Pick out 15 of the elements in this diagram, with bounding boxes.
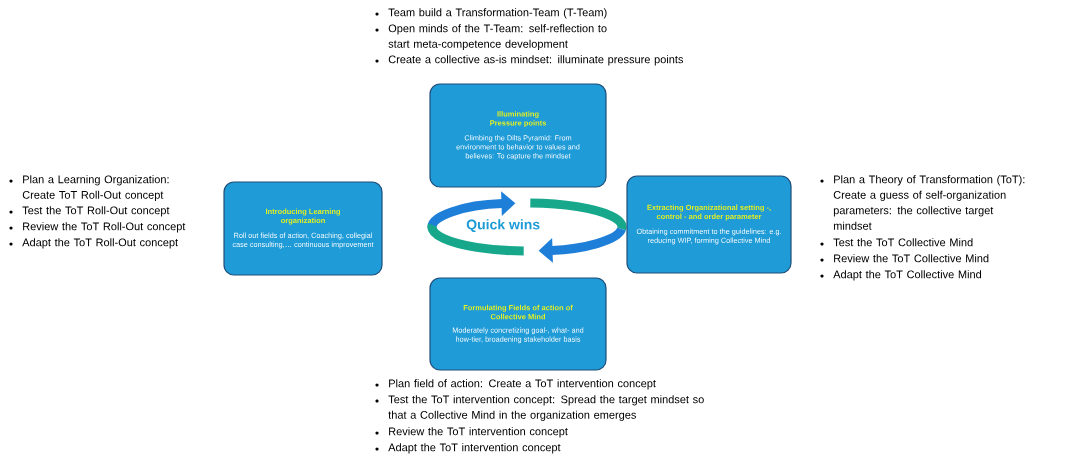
bullet-text: Team build a Transformation-Team (T-Team) xyxy=(388,8,607,19)
bullet-text: Test the ToT intervention concept: Spread the target mindset so that a Collective Mind in the organization emerges xyxy=(388,395,704,421)
bullet-text: Adapt the ToT intervention concept xyxy=(388,443,561,454)
bullet-text: Open minds of the T-Team: self-reflection to start meta-competence development xyxy=(388,24,607,50)
bullet-text: Review the ToT intervention concept xyxy=(389,427,568,438)
bullet-text: Review the ToT Roll-Out concept xyxy=(23,222,186,233)
bullet-text: Review the ToT Collective Mind xyxy=(834,254,989,263)
bullet-text: Adapt the ToT Roll-Out concept xyxy=(22,238,179,249)
bullet-text: Test the ToT Collective Mind xyxy=(833,238,973,247)
bullet-text: Plan a Learning Organization: Create ToT Roll-Out concept xyxy=(22,175,169,201)
bullet-text: Plan a Theory of Transformation (ToT): Create a guess of self-organization parameters: the collective target mindset xyxy=(833,175,1025,230)
bullet-text: Adapt the ToT Collective Mind xyxy=(833,270,982,281)
bullet-text: Test the ToT Roll-Out concept xyxy=(22,206,170,217)
cycle-label: Quick wins xyxy=(466,219,540,233)
bullet-text: Create a collective as-is mindset: illuminate pressure points xyxy=(388,55,684,66)
